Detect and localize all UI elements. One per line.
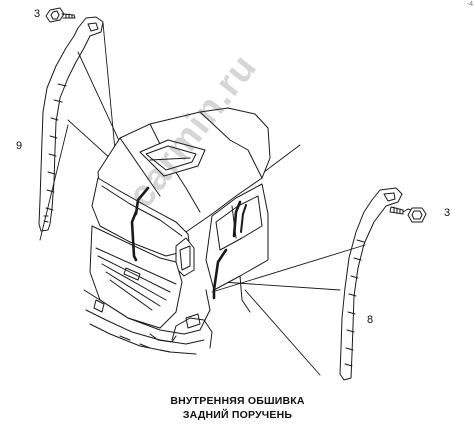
handrail-right <box>339 187 403 381</box>
caption-line-1: ВНУТРЕННЯЯ ОБШИВКА <box>170 395 305 407</box>
callout-bolt-right: 3 <box>444 207 451 219</box>
callout-handrail-left: 9 <box>16 140 23 152</box>
bolt-right-icon <box>389 206 427 223</box>
callout-handrail-right: 8 <box>367 314 374 326</box>
caption-line-2: ЗАДНИЙ ПОРУЧЕНЬ <box>182 409 293 421</box>
callout-bolt-left: 3 <box>34 8 41 20</box>
bolt-left-icon <box>45 7 76 23</box>
corner-mark: -4 <box>466 1 473 8</box>
truck-cab <box>83 107 271 355</box>
